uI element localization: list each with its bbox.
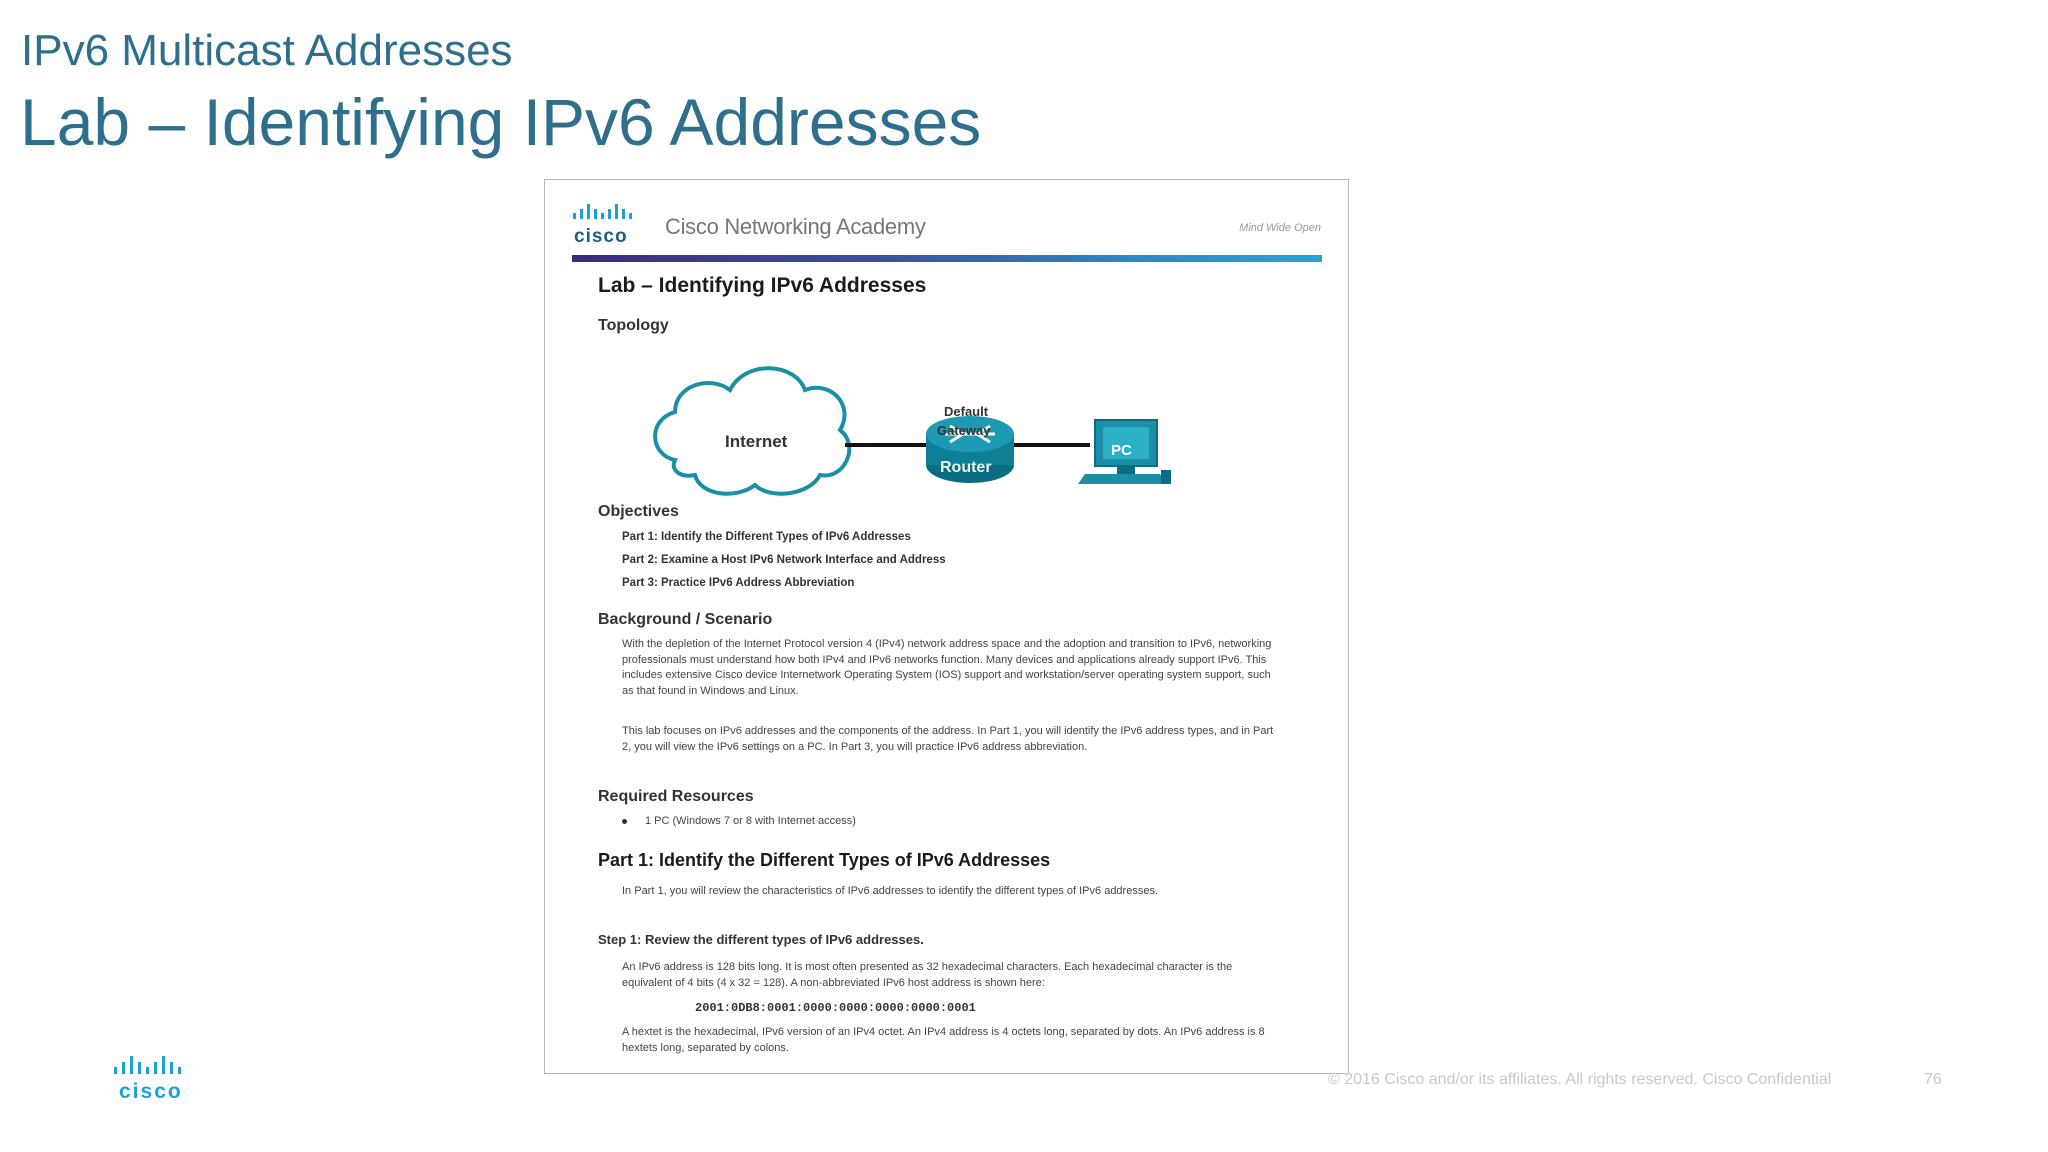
example-address: 2001:0DB8:0001:0000:0000:0000:0000:0001: [695, 1001, 976, 1015]
objective-item: Part 1: Identify the Different Types of …: [622, 531, 911, 543]
resources-item-text: 1 PC (Windows 7 or 8 with Internet acces…: [645, 815, 856, 827]
resources-heading: Required Resources: [598, 788, 754, 805]
lab-document-image: cisco Cisco Networking Academy Mind Wide…: [544, 179, 1349, 1074]
background-paragraph-1: With the depletion of the Internet Proto…: [622, 638, 1272, 697]
cloud-label: Internet: [725, 432, 788, 451]
pc-icon: [1078, 419, 1171, 484]
doc-tagline: Mind Wide Open: [1239, 222, 1321, 234]
footer-logo-text: cisco: [119, 1080, 183, 1103]
slide-title: Lab – Identifying IPv6 Addresses: [20, 85, 982, 159]
part1-intro: In Part 1, you will review the character…: [622, 885, 1159, 897]
doc-academy-name: Cisco Networking Academy: [665, 214, 926, 239]
slide-subtitle: IPv6 Multicast Addresses: [21, 26, 513, 75]
doc-logo-text: cisco: [574, 226, 628, 246]
doc-title: Lab – Identifying IPv6 Addresses: [598, 274, 927, 297]
footer-cisco-logo-icon: cisco: [114, 1056, 183, 1103]
topology-diagram: Internet Default Gateway Router PC: [645, 350, 1205, 530]
background-heading: Background / Scenario: [598, 611, 773, 628]
resources-item: 1 PC (Windows 7 or 8 with Internet acces…: [622, 815, 856, 827]
step1-heading: Step 1: Review the different types of IP…: [598, 932, 924, 947]
topology-drawing: [653, 366, 1171, 496]
router-icon: [926, 416, 1014, 483]
part1-heading: Part 1: Identify the Different Types of …: [598, 850, 1051, 870]
router-label: Router: [940, 459, 992, 476]
gateway-label-gateway: Gateway: [937, 423, 991, 438]
doc-header: cisco Cisco Networking Academy Mind Wide…: [571, 202, 1321, 246]
internet-cloud-icon: [653, 366, 852, 496]
objective-item: Part 2: Examine a Host IPv6 Network Inte…: [622, 554, 946, 566]
bullet-icon: [622, 818, 627, 824]
cisco-logo-icon: cisco: [573, 204, 632, 246]
step1-paragraph-1: An IPv6 address is 128 bits long. It is …: [622, 961, 1233, 989]
page-number: 76: [1924, 1071, 1942, 1088]
topology-heading: Topology: [598, 317, 669, 334]
step1-paragraph-2: A hextet is the hexadecimal, IPv6 versio…: [622, 1026, 1265, 1054]
background-paragraph-2: This lab focuses on IPv6 addresses and t…: [622, 725, 1274, 753]
objective-item: Part 3: Practice IPv6 Address Abbreviati…: [622, 577, 855, 589]
gateway-label-default: Default: [944, 404, 989, 419]
pc-label: PC: [1111, 442, 1132, 459]
objectives-heading: Objectives: [598, 503, 679, 520]
copyright-notice: © 2016 Cisco and/or its affiliates. All …: [1328, 1071, 1832, 1088]
doc-header-rule: [572, 255, 1322, 262]
